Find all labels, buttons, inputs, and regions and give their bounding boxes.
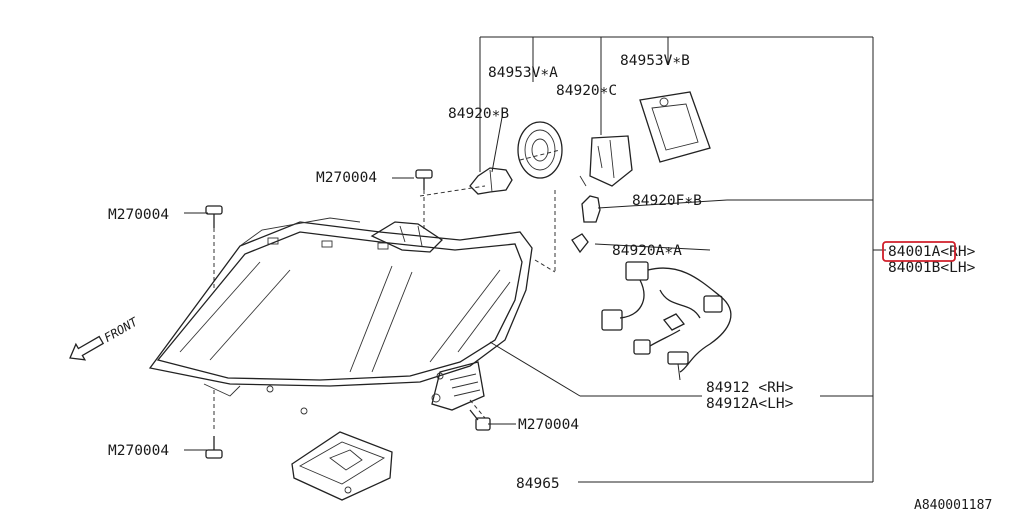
headlamp-housing: [148, 217, 533, 415]
label-84920a-a: 84920A∗A: [612, 243, 682, 259]
label-84912a-lh: 84912A<LH>: [706, 396, 794, 412]
figure-id: A840001187: [914, 498, 992, 512]
leveling-bracket: [431, 361, 485, 411]
label-84001a-rh: 84001A<RH>: [888, 244, 976, 260]
screws: [205, 169, 491, 459]
ballast-unit: [291, 431, 393, 501]
leader-lines: [184, 94, 873, 451]
screw-top: [415, 169, 433, 190]
screw-mid: [469, 409, 491, 431]
label-84912-rh: 84912 <RH>: [706, 380, 794, 396]
label-84920-b: 84920∗B: [448, 106, 509, 122]
front-label: FRONT: [102, 314, 141, 345]
part-labels: 84953V∗A 84953V∗B 84920∗B 84920∗C M27000…: [108, 53, 992, 512]
screw-bottom: [205, 436, 223, 459]
highlight-box: [882, 241, 956, 262]
label-m270004-mid: M270004: [518, 417, 579, 433]
screw-left: [205, 205, 223, 228]
label-m270004-left: M270004: [108, 207, 169, 223]
label-84953v-a: 84953V∗A: [488, 65, 558, 81]
label-m270004-top: M270004: [316, 170, 377, 186]
label-84953v-b: 84953V∗B: [620, 53, 690, 69]
label-84920-c: 84920∗C: [556, 83, 617, 99]
label-84001b-lh: 84001B<LH>: [888, 260, 976, 276]
bulb-components: [469, 91, 711, 254]
assembly-dashed-lines: [213, 149, 561, 432]
front-arrow: FRONT: [69, 314, 141, 361]
bracket-lines: [479, 36, 886, 483]
label-84965: 84965: [516, 476, 560, 492]
wiring-harness: [601, 261, 732, 381]
label-84920f-b: 84920F∗B: [632, 193, 702, 209]
label-m270004-bottom: M270004: [108, 443, 169, 459]
